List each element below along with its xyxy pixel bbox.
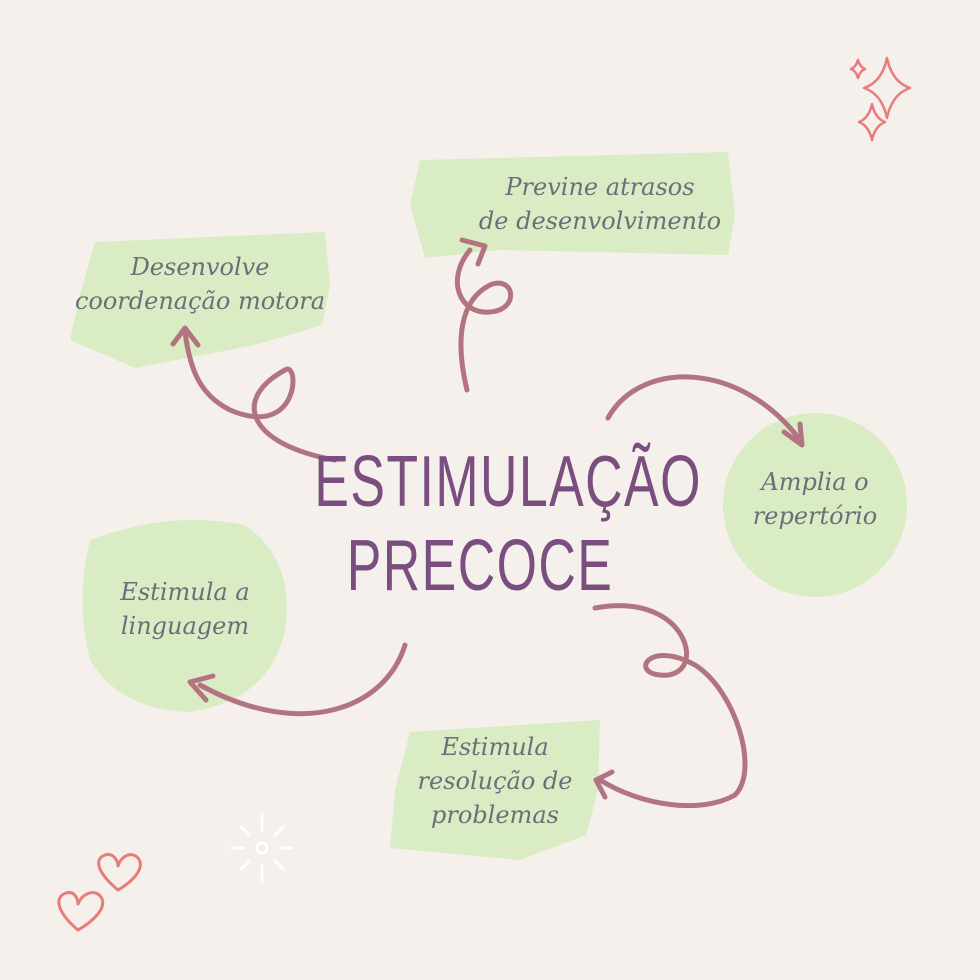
title-line1: ESTIMULAÇÃO: [314, 442, 702, 522]
node-problems-line3: problemas: [431, 801, 559, 829]
node-delays-line2: de desenvolvimento: [478, 207, 722, 235]
node-delays: Previne atrasos de desenvolvimento: [455, 170, 745, 238]
node-repertoire-line1: Amplia o: [761, 468, 869, 496]
blob-motor: [70, 232, 330, 368]
arrowhead-problems: [593, 769, 615, 800]
arrow-to-motor: [182, 329, 338, 463]
arrowhead-language: [187, 673, 216, 703]
node-problems: Estimula resolução de problemas: [400, 730, 590, 832]
arrow-to-repertoire: [605, 374, 803, 443]
blob-repertoire: [723, 413, 907, 597]
node-problems-line1: Estimula: [441, 733, 549, 761]
arrow-to-problems: [592, 603, 748, 809]
node-repertoire: Amplia o repertório: [730, 465, 900, 533]
blob-problems: [390, 720, 600, 860]
arrowhead-delays: [459, 237, 488, 267]
node-motor-line2: coordenação motora: [74, 287, 326, 315]
arrow-to-delays: [454, 247, 514, 393]
node-motor-line1: Desenvolve: [130, 253, 270, 281]
arrow-to-language: [197, 642, 408, 717]
sparkle-icon: [849, 58, 867, 80]
node-repertoire-line2: repertório: [752, 502, 878, 530]
node-language-line2: linguagem: [120, 612, 250, 640]
node-problems-line2: resolução de: [417, 767, 573, 795]
heart-icon: [97, 852, 142, 892]
arrowhead-motor: [170, 325, 201, 348]
node-language-line1: Estimula a: [120, 578, 250, 606]
blob-delays: [410, 152, 735, 258]
blob-language: [82, 520, 287, 712]
arrowhead-repertoire: [781, 421, 805, 448]
node-motor: Desenvolve coordenação motora: [60, 250, 340, 318]
page-title: ESTIMULAÇÃO PRECOCE: [250, 440, 710, 608]
heart-icon: [57, 890, 105, 932]
node-language: Estimula a linguagem: [95, 575, 275, 643]
sparkle-icon: [857, 102, 887, 142]
sparkle-icon: [230, 814, 294, 882]
title-line2: PRECOCE: [346, 526, 614, 606]
sparkle-icon: [862, 56, 912, 120]
node-delays-line1: Previne atrasos: [505, 173, 695, 201]
